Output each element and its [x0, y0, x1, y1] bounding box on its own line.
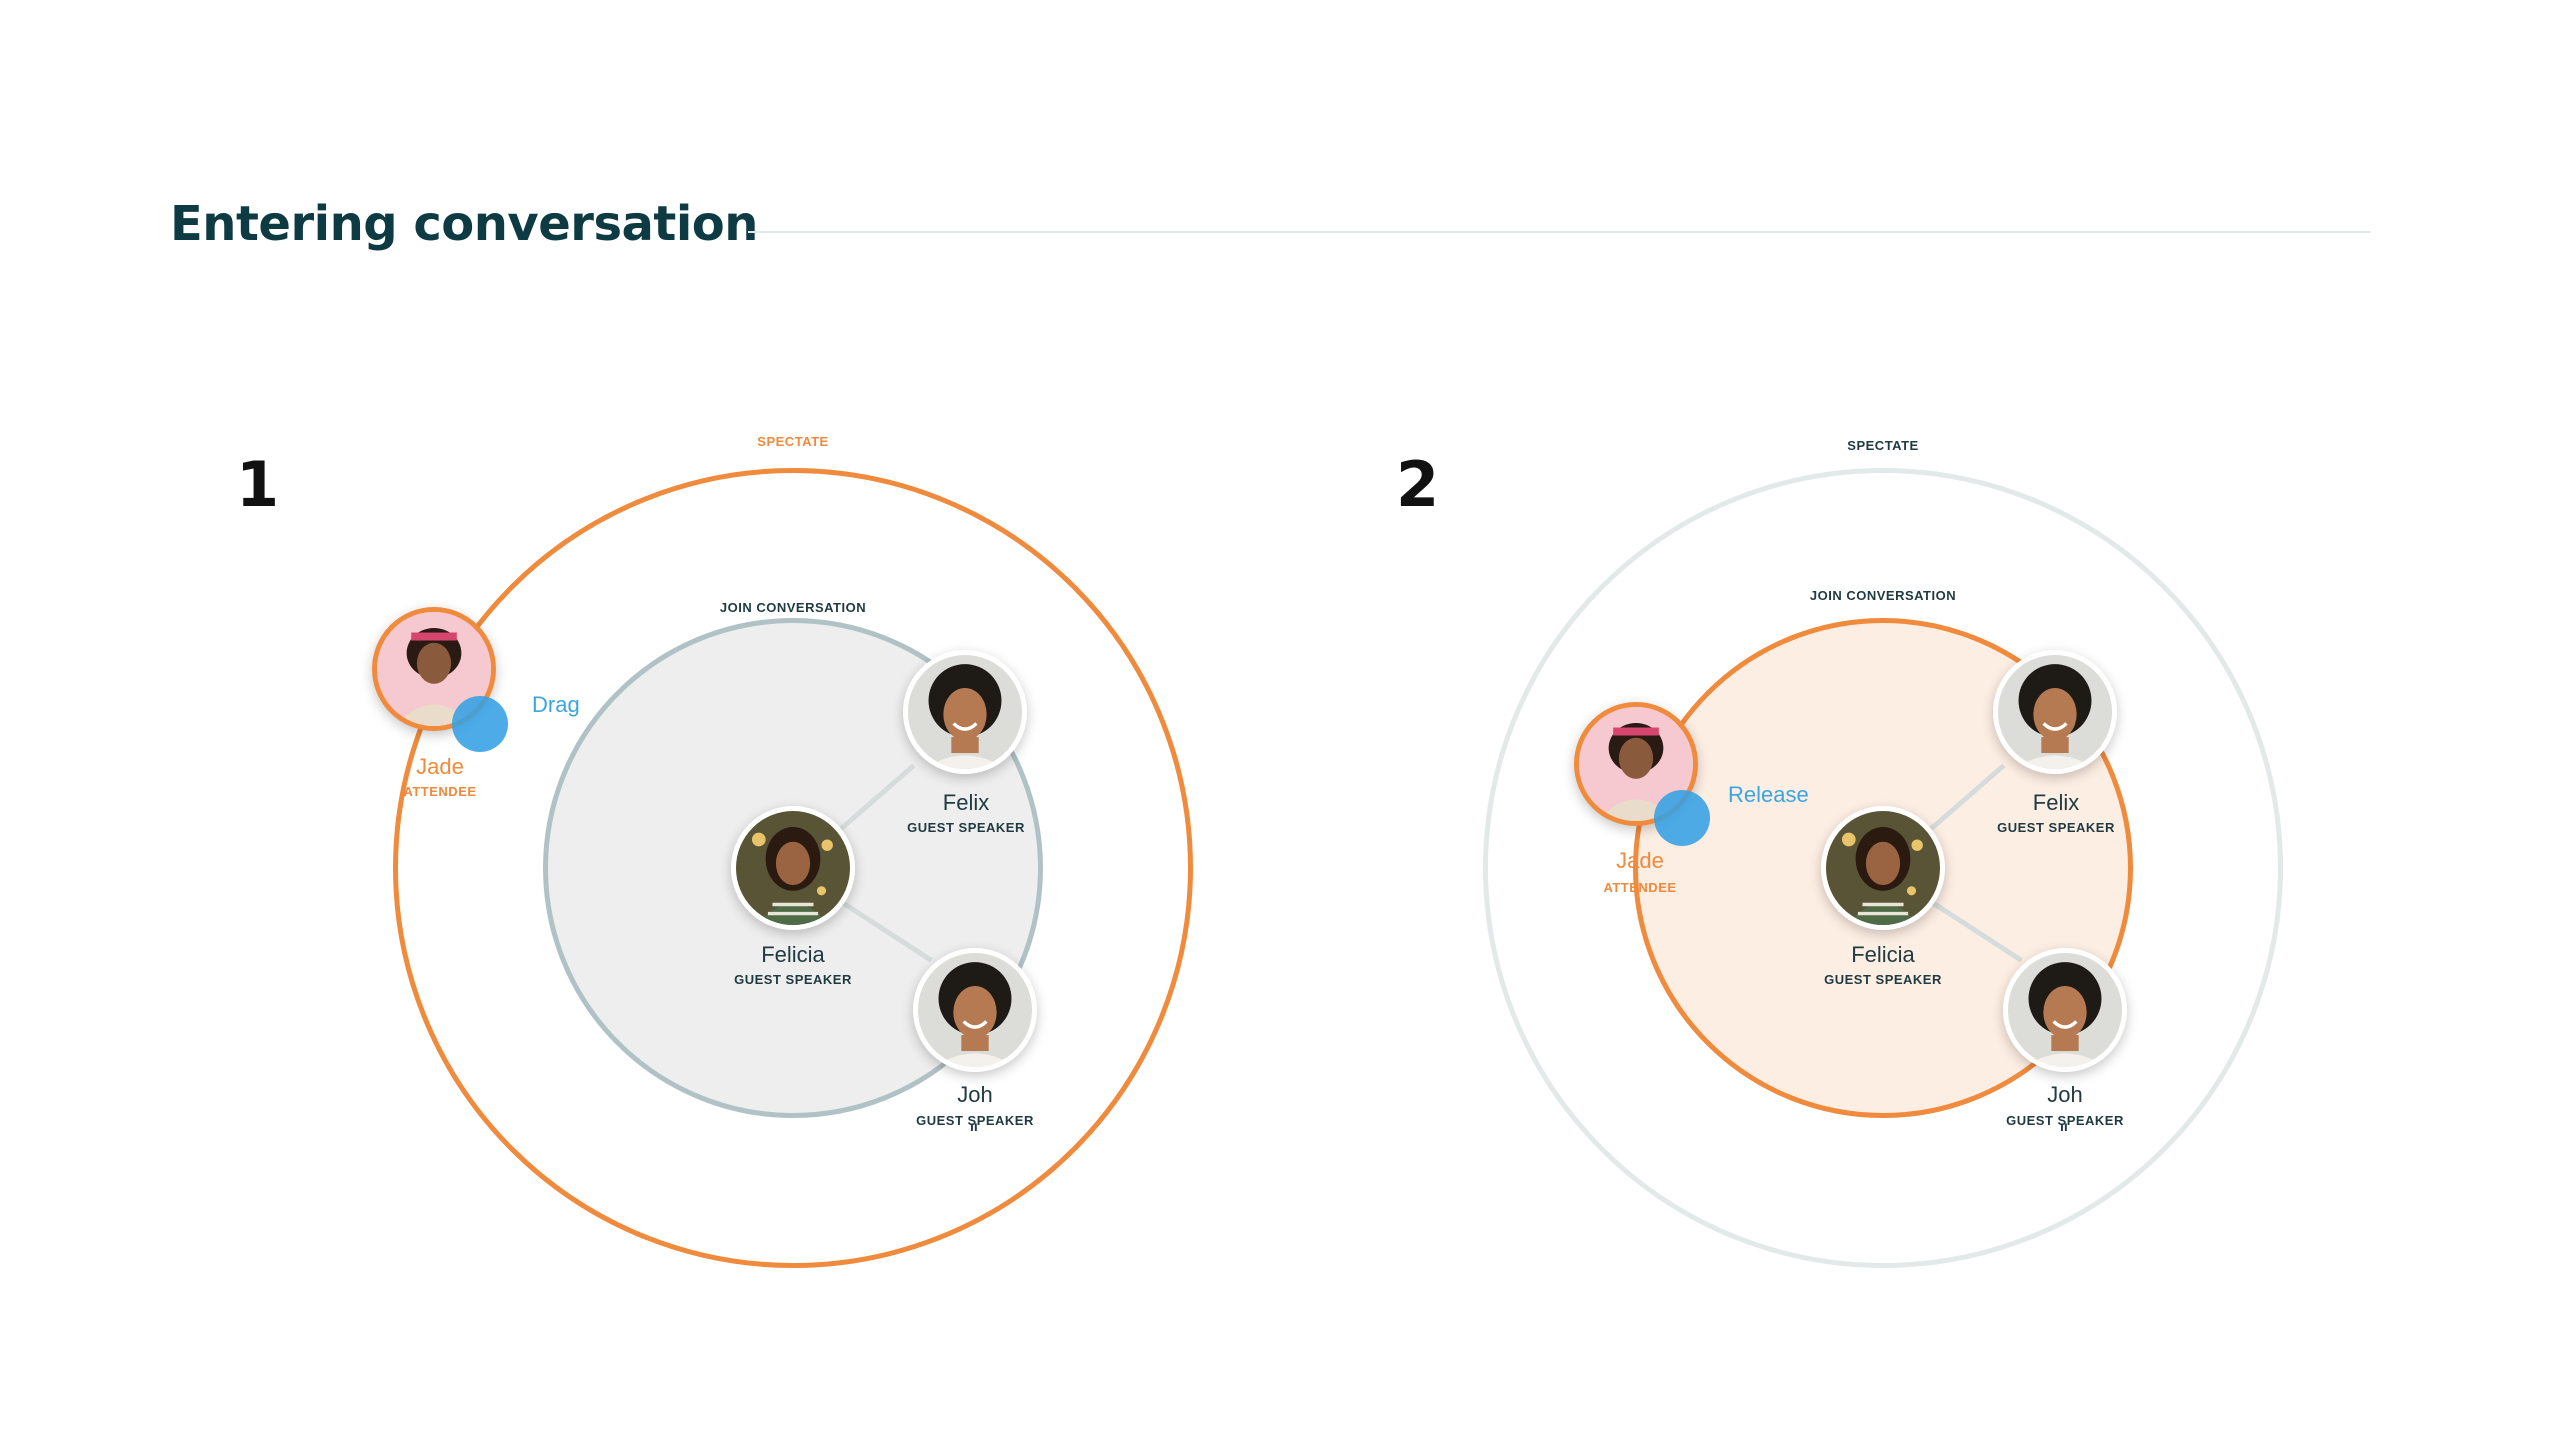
attendee-name: Jade — [416, 754, 464, 779]
speaker-name: Joh — [957, 1082, 993, 1107]
speaker-role: GUEST SPEAKER — [916, 1113, 1034, 1128]
speaker-role: GUEST SPEAKER — [907, 820, 1025, 835]
attendee-role: ATTENDEE — [403, 784, 477, 799]
join-conversation-label: JOIN CONVERSATION — [1809, 588, 1957, 603]
step-2-diagram: SPECTATE JOIN CONVERSATION Felix GUEST S… — [1428, 420, 2328, 1300]
spectate-zone-label: SPECTATE — [757, 434, 829, 449]
release-gesture-label: Release — [1728, 782, 1809, 807]
speaker-avatar-felicia[interactable] — [1821, 806, 1945, 930]
step-1-diagram: SPECTATE JOIN CONVERSATION Felix GUEST S… — [338, 420, 1238, 1300]
release-cursor-icon — [1654, 790, 1710, 846]
step-number-2: 2 — [1396, 448, 1440, 521]
avatar-photo — [918, 953, 1032, 1067]
speaker-role: GUEST SPEAKER — [1824, 972, 1942, 987]
avatar-photo — [1998, 655, 2112, 769]
drag-gesture-label: Drag — [532, 692, 580, 717]
speaker-avatar-felix[interactable] — [1993, 650, 2117, 774]
speaker-name: Felicia — [761, 942, 825, 967]
speaker-avatar-felix[interactable] — [903, 650, 1027, 774]
avatar-photo — [1826, 811, 1940, 925]
speaker-role: GUEST SPEAKER — [734, 972, 852, 987]
page-title: Entering conversation — [170, 196, 758, 252]
spectate-zone-label: SPECTATE — [1847, 438, 1919, 453]
avatar-photo — [377, 612, 491, 726]
pointer-hand-icon: ıı — [970, 1118, 978, 1134]
speaker-name: Felicia — [1851, 942, 1915, 967]
attendee-avatar-jade[interactable] — [372, 607, 496, 731]
pointer-hand-icon: ıı — [2060, 1118, 2068, 1134]
attendee-role: ATTENDEE — [1603, 880, 1677, 895]
speaker-role: GUEST SPEAKER — [1997, 820, 2115, 835]
join-conversation-label: JOIN CONVERSATION — [719, 600, 867, 615]
speaker-name: Felix — [942, 790, 990, 815]
speaker-avatar-joh[interactable] — [2003, 948, 2127, 1072]
speaker-avatar-felicia[interactable] — [731, 806, 855, 930]
attendee-name: Jade — [1616, 848, 1664, 873]
speaker-avatar-joh[interactable] — [913, 948, 1037, 1072]
avatar-photo — [2008, 953, 2122, 1067]
avatar-photo — [908, 655, 1022, 769]
speaker-name: Felix — [2032, 790, 2080, 815]
title-divider — [748, 231, 2370, 233]
avatar-photo — [736, 811, 850, 925]
spectate-zone[interactable] — [1483, 468, 2283, 1268]
speaker-name: Joh — [2047, 1082, 2083, 1107]
drag-cursor-icon — [452, 696, 508, 752]
spectate-zone[interactable] — [393, 468, 1193, 1268]
speaker-role: GUEST SPEAKER — [2006, 1113, 2124, 1128]
step-number-1: 1 — [236, 448, 280, 521]
